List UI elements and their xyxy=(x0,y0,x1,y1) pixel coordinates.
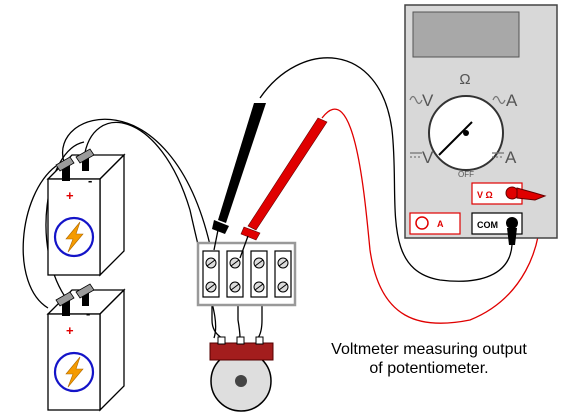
pot-lug-right xyxy=(256,337,263,344)
meter-display xyxy=(413,12,519,57)
terminal-strip xyxy=(198,243,295,305)
battery-top-plus-label: + xyxy=(66,188,74,203)
dial-ohm-label: Ω xyxy=(459,71,470,88)
com-jack-label: COM xyxy=(477,220,498,230)
pot-body xyxy=(210,343,273,360)
caption-line-2: of potentiometer. xyxy=(298,359,560,378)
caption-line-1: Voltmeter measuring output xyxy=(298,340,560,359)
battery-top-body xyxy=(48,155,124,275)
selector-hub xyxy=(463,130,469,136)
dial-ac-volts-label: V xyxy=(422,91,434,110)
pot-lug-wiper xyxy=(237,337,244,344)
multimeter: Ω V A V A OFF V Ω A COM xyxy=(405,5,557,238)
battery-top-lightning-icon xyxy=(55,218,93,256)
black-probe[interactable] xyxy=(212,103,266,250)
dial-ac-amps-label: A xyxy=(506,91,518,110)
terminal-4[interactable] xyxy=(275,251,291,297)
caption: Voltmeter measuring output of potentiome… xyxy=(298,340,560,378)
battery-bottom-plus-label: + xyxy=(66,323,74,338)
potentiometer xyxy=(210,337,273,411)
battery-bottom-lightning-icon xyxy=(55,353,93,391)
terminal-1[interactable] xyxy=(203,251,219,297)
v-ohm-jack-label: V Ω xyxy=(477,190,493,200)
battery-top xyxy=(48,149,124,275)
dial-dc-volts-label: V xyxy=(422,148,434,167)
amps-jack-label: A xyxy=(437,219,444,229)
battery-bottom xyxy=(48,284,124,410)
pot-shaft xyxy=(235,375,247,387)
v-ohm-jack[interactable] xyxy=(506,187,518,199)
amps-jack[interactable] xyxy=(416,217,428,229)
battery-bottom-minus-label: - xyxy=(86,306,90,321)
pot-lug-left xyxy=(218,337,225,344)
terminal-3[interactable] xyxy=(251,251,267,297)
dial-dc-amps-label: A xyxy=(505,148,517,167)
battery-top-minus-label: - xyxy=(88,173,92,188)
com-jack[interactable] xyxy=(506,217,518,229)
black-plug xyxy=(507,228,517,245)
dial-off-label: OFF xyxy=(458,170,474,179)
